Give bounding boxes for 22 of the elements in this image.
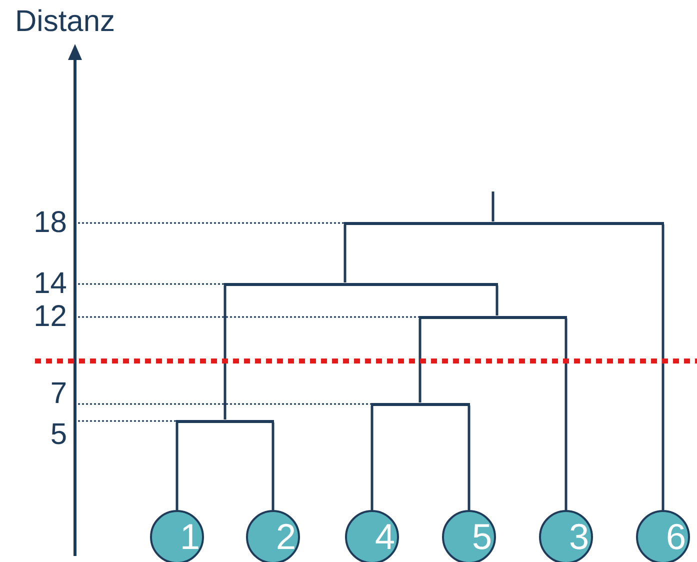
axis-title: Distanz [15, 4, 116, 40]
merge-bar [176, 420, 274, 422]
dendrogram-branch [662, 224, 664, 510]
tick-label: 14 [34, 268, 67, 300]
dendrogram-branch [176, 422, 178, 510]
dendrogram-branch [370, 406, 374, 510]
dendrogram-branch [344, 224, 346, 282]
dendrogram-branch [272, 422, 274, 510]
tick-label: 5 [50, 419, 67, 451]
tick-label: 7 [50, 378, 67, 410]
merge-bar [344, 222, 664, 224]
dendrogram-branch [496, 286, 498, 316]
tick-label: 18 [34, 207, 67, 239]
dendrogram-branch [418, 318, 422, 402]
merge-bar [418, 316, 568, 318]
tick-label: 12 [34, 301, 67, 333]
dendrogram-branch [224, 286, 226, 420]
dendrogram-branch [564, 318, 568, 510]
dendrogram-branch [492, 192, 494, 222]
merge-bar [224, 282, 498, 286]
merge-bar [370, 402, 470, 406]
dendrogram-branch [468, 406, 470, 510]
